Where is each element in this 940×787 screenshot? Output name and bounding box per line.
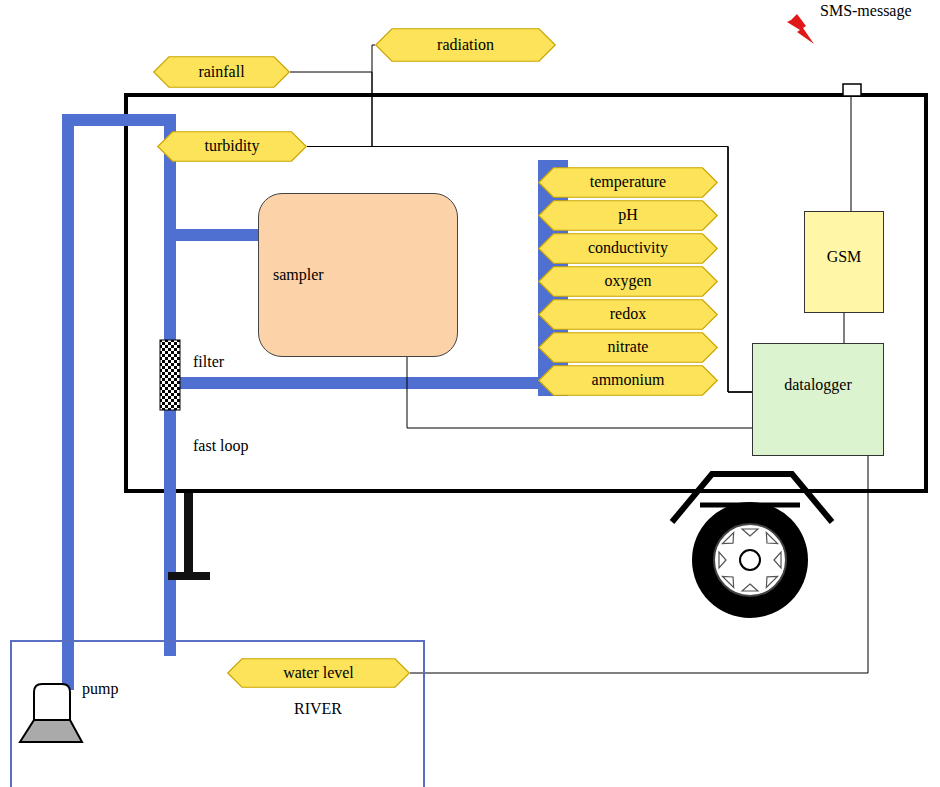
gsm-box: GSM bbox=[804, 211, 884, 313]
sensor-hexagon: radiation bbox=[375, 28, 556, 62]
sensor-hexagon: ammonium bbox=[538, 365, 718, 396]
sensor-hexagon: water level bbox=[227, 658, 410, 688]
sensor-hexagon: rainfall bbox=[153, 56, 290, 88]
sensor-hexagon: turbidity bbox=[157, 131, 307, 162]
sensor-label: turbidity bbox=[204, 137, 259, 155]
sensor-label: oxygen bbox=[604, 272, 651, 290]
hexagon-shape bbox=[539, 234, 718, 264]
signal-wire bbox=[844, 313, 845, 343]
spoke bbox=[742, 584, 758, 591]
spoke bbox=[722, 576, 733, 587]
spoke bbox=[722, 532, 733, 543]
support-leg bbox=[184, 493, 193, 575]
sensor-hexagon: pH bbox=[538, 200, 718, 231]
support-foot bbox=[168, 572, 210, 580]
sensor-pipe bbox=[170, 377, 560, 389]
signal-wire bbox=[407, 357, 752, 428]
hexagon-shape bbox=[228, 659, 410, 688]
message-label: SMS-message bbox=[820, 2, 912, 20]
signal-wire bbox=[410, 456, 868, 673]
pump-base bbox=[20, 720, 82, 742]
box-label: sampler bbox=[273, 266, 324, 284]
wheel-tyre bbox=[692, 502, 808, 618]
sensor-hexagon: temperature bbox=[538, 167, 718, 198]
sensor-hexagon: nitrate bbox=[538, 332, 718, 363]
pump-body bbox=[34, 684, 70, 720]
spoke bbox=[774, 552, 781, 568]
wheel-spokes bbox=[719, 529, 781, 591]
sensor-hexagon: redox bbox=[538, 299, 718, 330]
box-label: datalogger bbox=[784, 376, 852, 394]
trailer-body bbox=[126, 95, 926, 491]
part-label: pump bbox=[82, 680, 118, 698]
sensor-label: ammonium bbox=[592, 371, 665, 389]
hexagon-shape bbox=[539, 267, 718, 297]
hexagon-shape bbox=[539, 300, 718, 330]
spoke bbox=[742, 529, 758, 536]
hexagon-shape bbox=[376, 29, 556, 62]
wheel-hub bbox=[740, 550, 760, 570]
sensor-label: redox bbox=[610, 305, 646, 323]
hexagon-shape bbox=[539, 333, 718, 363]
wire-line bbox=[407, 357, 752, 428]
wire-line bbox=[410, 456, 868, 673]
wheel-rim bbox=[714, 524, 786, 596]
spoke bbox=[719, 552, 726, 568]
datalogger-box: datalogger bbox=[752, 343, 884, 456]
sensor-label: pH bbox=[618, 206, 638, 224]
sensor-label: conductivity bbox=[588, 239, 668, 257]
sampler-box: sampler bbox=[258, 193, 458, 357]
sensor-label: temperature bbox=[590, 173, 666, 191]
box-label: GSM bbox=[827, 248, 862, 266]
antenna bbox=[843, 84, 861, 96]
sensor-hexagon: oxygen bbox=[538, 266, 718, 297]
river-region: RIVER water level bbox=[10, 640, 425, 787]
hexagon-shape bbox=[539, 201, 718, 231]
hexagon-shape bbox=[539, 366, 718, 396]
spoke bbox=[766, 532, 777, 543]
part-label: fast loop bbox=[193, 437, 249, 455]
part-label: filter bbox=[193, 353, 224, 371]
sensor-label: nitrate bbox=[608, 338, 649, 356]
sensor-hexagon: conductivity bbox=[538, 233, 718, 264]
hexagon-shape bbox=[539, 168, 718, 198]
sampler-pipe bbox=[170, 229, 260, 241]
spoke bbox=[766, 576, 777, 587]
sensor-label: rainfall bbox=[198, 63, 244, 81]
hexagon-shape bbox=[158, 132, 307, 162]
hexagon-shape bbox=[154, 57, 290, 88]
signal-bolt bbox=[787, 14, 814, 44]
intake-pipe bbox=[68, 120, 170, 690]
sensor-label: water level bbox=[283, 664, 354, 682]
box-label: RIVER bbox=[294, 700, 342, 718]
antenna-wire bbox=[851, 96, 852, 211]
wire-line bbox=[844, 313, 845, 343]
sensor-label: radiation bbox=[437, 36, 494, 54]
filter-symbol bbox=[160, 340, 180, 410]
